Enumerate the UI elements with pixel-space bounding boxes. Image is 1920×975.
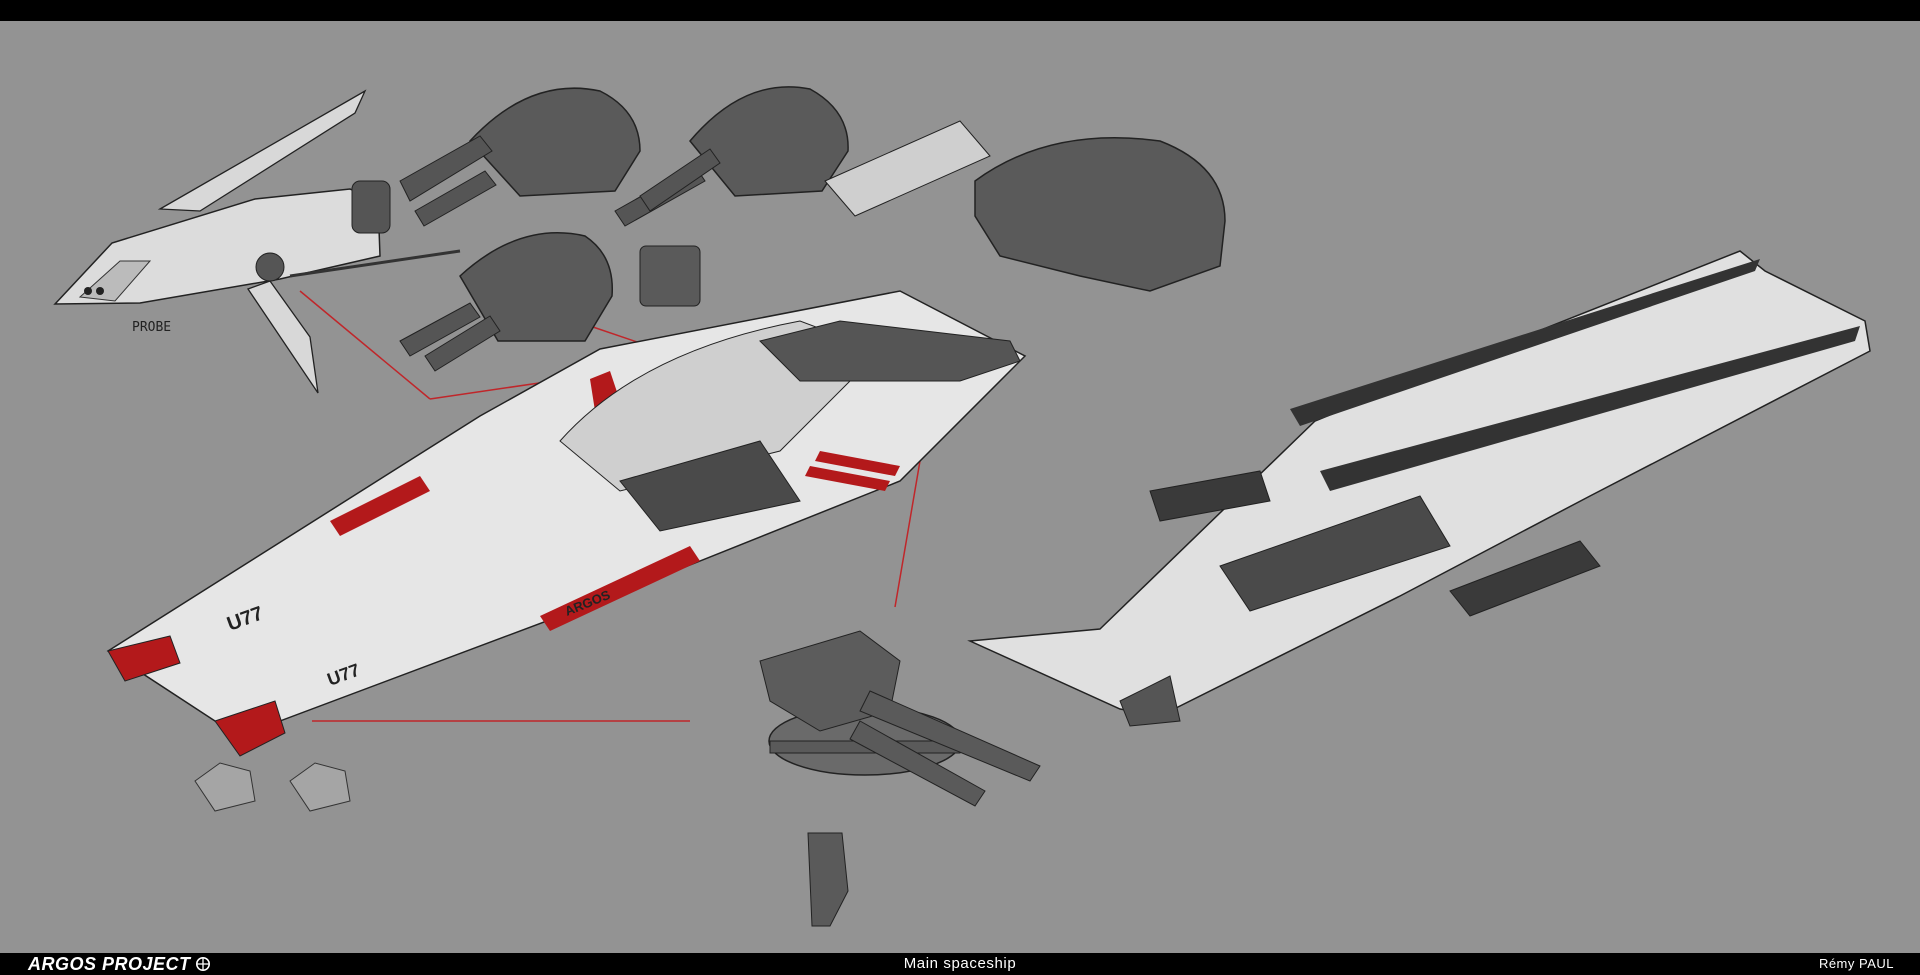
turret-study-3 xyxy=(399,232,614,372)
spaceship-illustration: PROBE xyxy=(53,86,1871,927)
probe-label: PROBE xyxy=(132,320,171,335)
sheet-title: Main spaceship xyxy=(903,955,1017,972)
callout-lines xyxy=(299,290,921,722)
engine-block-study xyxy=(974,137,1226,292)
gear-emblem-icon xyxy=(195,957,210,971)
footer-bar: ARGOS PROJECT Main spaceship Rémy PAUL xyxy=(0,953,1920,975)
artist-credit: Rémy PAUL xyxy=(1818,956,1894,971)
project-title: ARGOS PROJECT xyxy=(28,954,191,974)
turret-study-2 xyxy=(614,86,849,227)
artwork-area: PROBE xyxy=(0,21,1920,953)
main-spaceship-red: U77 U77 ARGOS xyxy=(106,290,1027,757)
sensor-module xyxy=(639,245,701,307)
main-spaceship-dark xyxy=(967,250,1871,727)
project-title-block: ARGOS PROJECT xyxy=(28,953,211,975)
turret-study-1 xyxy=(399,87,641,227)
deck-panel-study xyxy=(824,120,991,217)
small-turret-studies xyxy=(194,762,351,812)
turret-closeup xyxy=(759,630,1041,927)
probe-drawing: PROBE xyxy=(53,89,461,394)
